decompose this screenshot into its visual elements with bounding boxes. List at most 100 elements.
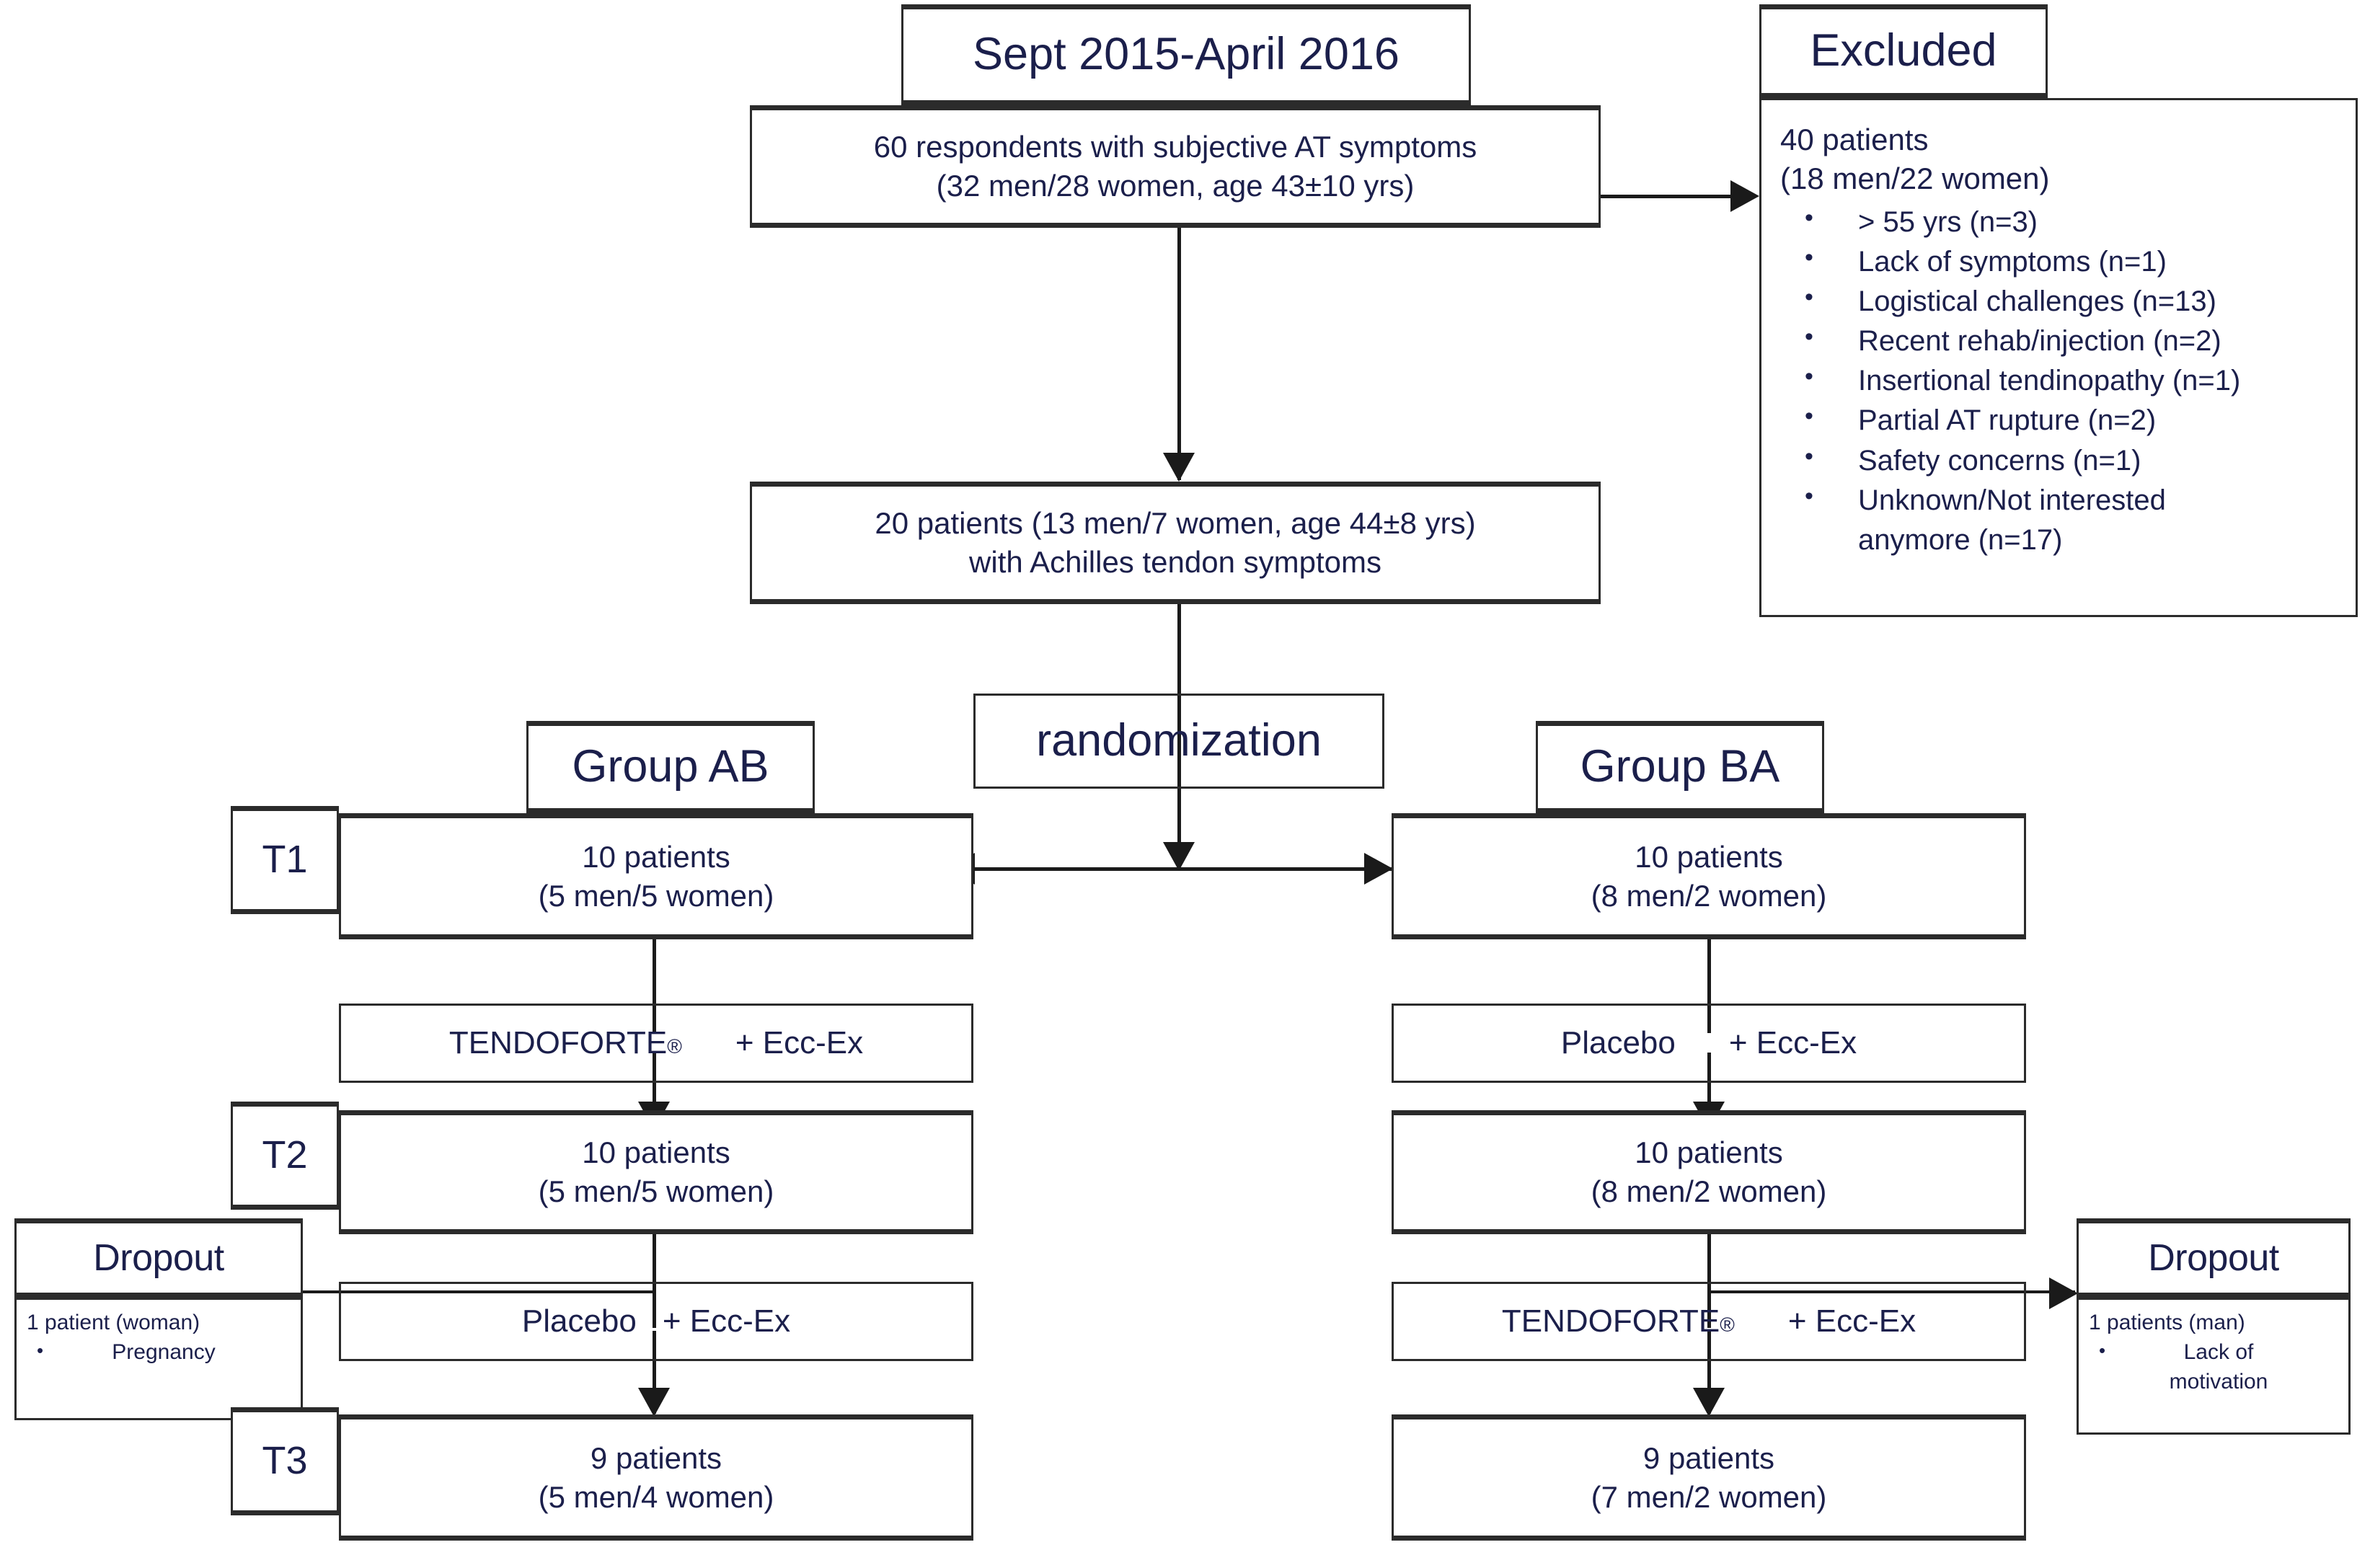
- excluded-header-box: Excluded: [1759, 4, 2048, 98]
- group-ab-t2-line-1: 10 patients: [582, 1135, 730, 1170]
- group-ba-treatment1-drug: Placebo: [1560, 1025, 1676, 1060]
- timepoint-t2-left-label: T2: [262, 1133, 308, 1177]
- excluded-count-line: 40 patients: [1780, 123, 1929, 156]
- timepoint-t3-left-box: T3: [231, 1407, 339, 1515]
- excluded-reason-item: Insertional tendinopathy (n=1): [1805, 360, 2240, 401]
- group-ab-treatment2-label: Placebo + Ecc-Ex: [522, 1303, 790, 1339]
- connector-ba-treatment2-to-t3: [1707, 1331, 1711, 1414]
- group-ab-treatment1-exercise: + Ecc-Ex: [735, 1025, 864, 1060]
- timepoint-t2-left-box: T2: [231, 1102, 339, 1210]
- group-ab-t1-box: 10 patients (5 men/5 women): [339, 813, 973, 939]
- group-ab-t1-line-1: 10 patients: [582, 839, 730, 874]
- group-ba-header-box: Group BA: [1536, 721, 1824, 813]
- excluded-reason-item: Recent rehab/injection (n=2): [1805, 320, 2240, 361]
- timepoint-t3-left-label: T3: [262, 1439, 308, 1483]
- excluded-reason-item-continuation: anymore (n=17): [1858, 524, 2063, 556]
- group-ab-treatment2-box: Placebo + Ecc-Ex: [339, 1282, 973, 1361]
- excluded-detail-box: 40 patients (18 men/22 women) > 55 yrs (…: [1759, 98, 2358, 617]
- group-ba-t3-line-1: 9 patients: [1642, 1440, 1775, 1475]
- group-ba-t1-box: 10 patients (8 men/2 women): [1392, 813, 2026, 939]
- group-ab-t3-line-1: 9 patients: [590, 1440, 722, 1475]
- included-line-2: with Achilles tendon symptoms: [969, 545, 1381, 579]
- registered-trademark-icon: ®: [1720, 1314, 1735, 1336]
- group-ab-t2-box: 10 patients (5 men/5 women): [339, 1110, 973, 1234]
- group-ab-treatment2-drug: Placebo: [521, 1303, 637, 1339]
- connector-ab-treatment2-to-t3: [653, 1331, 656, 1414]
- dropout-left-detail-box: 1 patient (woman) • Pregnancy: [14, 1298, 303, 1420]
- included-box: 20 patients (13 men/7 women, age 44±8 yr…: [750, 482, 1601, 604]
- arrowhead-ba-to-t3: [1693, 1388, 1725, 1417]
- group-ab-treatment2-exercise: + Ecc-Ex: [662, 1303, 791, 1339]
- randomization-box: randomization: [973, 694, 1384, 789]
- group-ba-t3-box: 9 patients (7 men/2 women): [1392, 1414, 2026, 1541]
- connector-ab-t2-to-treatment2: [653, 1234, 656, 1328]
- respondents-box: 60 respondents with subjective AT sympto…: [750, 105, 1601, 228]
- dropout-right-reason-item-continuation: motivation: [2089, 1368, 2348, 1397]
- randomization-label: randomization: [1036, 715, 1322, 766]
- connector-ab-t1-to-treatment1: [653, 939, 656, 1033]
- dropout-left-reasons-list: • Pregnancy: [27, 1338, 301, 1368]
- dropout-left-count-line: 1 patient (woman): [27, 1311, 200, 1334]
- group-ba-treatment2-drug: TENDOFORTE: [1501, 1303, 1720, 1339]
- dropout-left-header-box: Dropout: [14, 1218, 303, 1298]
- group-ba-treatment2-label: TENDOFORTE® + Ecc-Ex: [1502, 1303, 1916, 1339]
- connector-ba-treatment1-to-t2: [1707, 1053, 1711, 1132]
- timepoint-t1-left-box: T1: [231, 806, 339, 914]
- dropout-left-reason-item: • Pregnancy: [27, 1338, 301, 1368]
- excluded-sex-line: (18 men/22 women): [1780, 161, 2050, 195]
- excluded-reason-item: Safety concerns (n=1): [1805, 440, 2240, 481]
- group-ba-treatment1-label: Placebo + Ecc-Ex: [1561, 1025, 1857, 1061]
- group-ab-treatment1-label: TENDOFORTE® + Ecc-Ex: [449, 1025, 863, 1061]
- dropout-right-header-label: Dropout: [2148, 1236, 2279, 1279]
- arrowhead-ab-to-t3: [638, 1388, 670, 1417]
- dropout-right-header-box: Dropout: [2077, 1218, 2351, 1298]
- group-ab-t3-line-2: (5 men/4 women): [538, 1479, 774, 1514]
- timepoint-t1-left-label: T1: [262, 838, 308, 882]
- group-ba-treatment1-exercise: + Ecc-Ex: [1728, 1025, 1857, 1060]
- excluded-reason-item: Logistical challenges (n=13): [1805, 280, 2240, 322]
- included-line-1: 20 patients (13 men/7 women, age 44±8 yr…: [875, 506, 1476, 541]
- dropout-right-reasons-list: • Lack of motivation: [2089, 1338, 2348, 1396]
- group-ba-t2-line-2: (8 men/2 women): [1591, 1174, 1827, 1208]
- dropout-right-reason-text-2: motivation: [2169, 1369, 2268, 1394]
- excluded-reasons-list: > 55 yrs (n=3) Lack of symptoms (n=1) Lo…: [1780, 200, 2240, 521]
- respondents-line-2: (32 men/28 women, age 43±10 yrs): [936, 169, 1415, 203]
- group-ba-header-label: Group BA: [1580, 741, 1780, 792]
- group-ba-t1-line-1: 10 patients: [1635, 839, 1783, 874]
- connector-ba-t2-to-treatment2: [1707, 1234, 1711, 1328]
- group-ab-header-box: Group AB: [526, 721, 815, 813]
- connector-ba-t1-to-treatment1: [1707, 939, 1711, 1033]
- registered-trademark-icon: ®: [667, 1035, 682, 1058]
- group-ab-t1-line-2: (5 men/5 women): [538, 878, 774, 913]
- arrowhead-to-excluded: [1730, 180, 1759, 212]
- arrowhead-to-included: [1163, 453, 1195, 482]
- bullet-icon: •: [2099, 1339, 2106, 1361]
- excluded-header-label: Excluded: [1810, 25, 1997, 76]
- group-ab-t2-line-2: (5 men/5 women): [538, 1174, 774, 1208]
- connector-ba-to-dropout-right: [1707, 1290, 2075, 1293]
- excluded-reason-item: Unknown/Not interested: [1805, 479, 2240, 521]
- connector-ab-treatment1-to-t2: [653, 1053, 656, 1132]
- group-ab-t3-box: 9 patients (5 men/4 women): [339, 1414, 973, 1541]
- group-ab-header-label: Group AB: [572, 741, 769, 792]
- enrollment-period-box: Sept 2015-April 2016: [901, 4, 1471, 105]
- excluded-reason-item: Partial AT rupture (n=2): [1805, 399, 2240, 440]
- excluded-reason-item: Lack of symptoms (n=1): [1805, 241, 2240, 282]
- arrowhead-randomization-split: [1163, 842, 1195, 871]
- group-ab-treatment1-box: TENDOFORTE® + Ecc-Ex: [339, 1004, 973, 1083]
- arrowhead-split-right: [1364, 853, 1393, 885]
- group-ab-treatment1-drug: TENDOFORTE: [448, 1025, 668, 1060]
- dropout-left-reason-text: Pregnancy: [112, 1340, 216, 1364]
- dropout-right-reason-item: • Lack of: [2089, 1338, 2348, 1368]
- group-ba-treatment2-exercise: + Ecc-Ex: [1787, 1303, 1916, 1339]
- group-ba-t2-box: 10 patients (8 men/2 women): [1392, 1110, 2026, 1234]
- group-ba-treatment1-box: Placebo + Ecc-Ex: [1392, 1004, 2026, 1083]
- connector-included-to-split: [1177, 604, 1181, 871]
- group-ba-t1-line-2: (8 men/2 women): [1591, 878, 1827, 913]
- group-ba-t3-line-2: (7 men/2 women): [1591, 1479, 1827, 1514]
- connector-respondents-to-included: [1177, 228, 1181, 480]
- bullet-icon: •: [37, 1339, 44, 1361]
- excluded-reason-item: > 55 yrs (n=3): [1805, 200, 2240, 242]
- connector-respondents-to-excluded: [1601, 195, 1745, 198]
